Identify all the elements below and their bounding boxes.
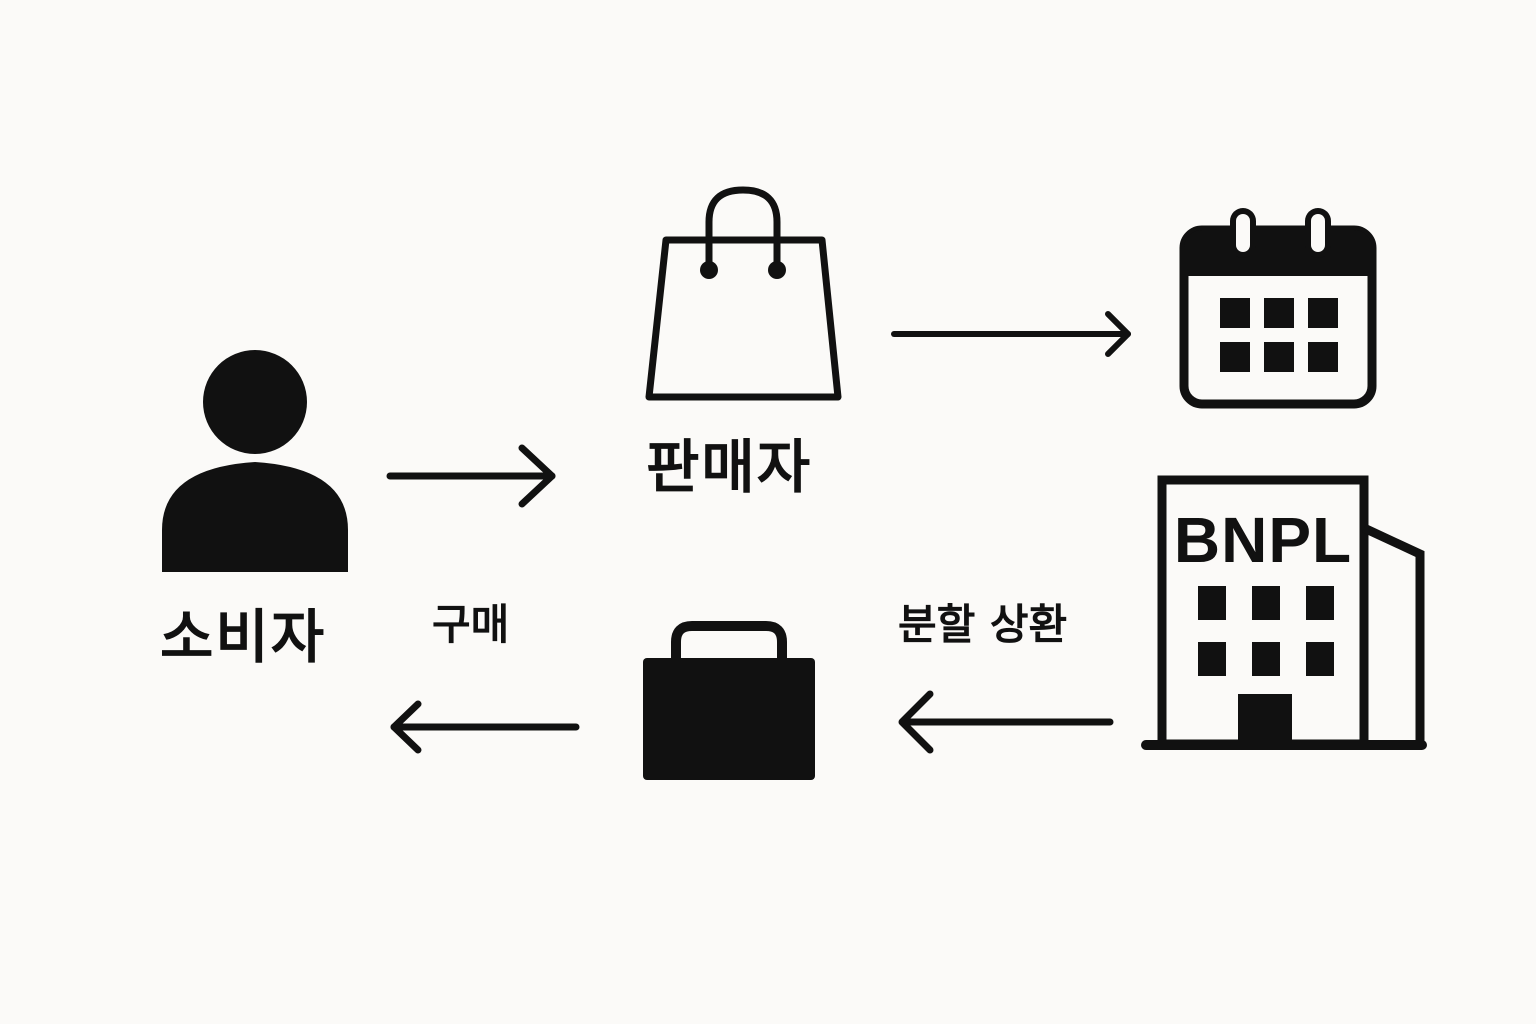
briefcase-icon <box>643 621 815 780</box>
purchase-label: 구매 <box>432 600 510 649</box>
calendar-icon <box>1179 208 1377 409</box>
seller-label: 판매자 <box>646 433 813 501</box>
consumer-label: 소비자 <box>160 603 327 671</box>
arrow-consumer-to-seller <box>386 444 556 508</box>
bnpl-sign: BNPL <box>1174 504 1352 576</box>
building-icon: BNPL <box>1141 475 1427 750</box>
person-icon <box>162 350 348 572</box>
arrow-seller-to-calendar <box>891 311 1131 357</box>
arrow-goods-to-consumer <box>390 700 580 754</box>
shopping-bag-icon <box>645 186 842 401</box>
arrow-bnpl-to-goods <box>898 690 1114 754</box>
installment-repayment-label: 분할 상환 <box>898 600 1068 649</box>
